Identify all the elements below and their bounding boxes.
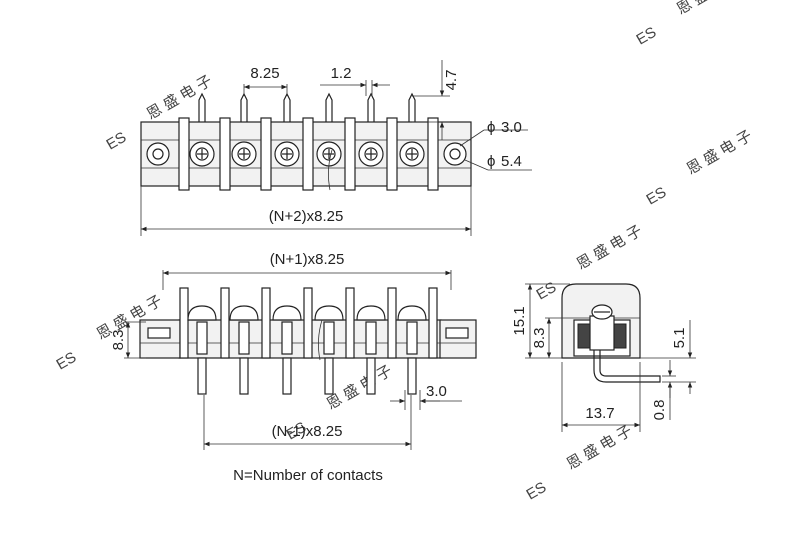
dim-phi-symbol: ϕ (487, 119, 495, 136)
barrier (387, 287, 397, 359)
dim-pin-offset-label: 3.0 (426, 383, 447, 400)
contact-post (323, 321, 335, 355)
dim-hole-diameters: ϕ 3.0 ϕ 5.4 (459, 119, 532, 171)
dim-pitch-label: 8.25 (250, 65, 279, 82)
watermark-logo: ES (644, 184, 670, 209)
dim-overall-length-label: (N+2)x8.25 (269, 208, 344, 225)
contact-post (238, 321, 250, 355)
solder-pin (197, 357, 207, 395)
dim-screw-dia-label: 3.0 (501, 119, 522, 136)
front-flange-right (439, 319, 477, 359)
dim-pin-height: 4.7 (412, 60, 460, 140)
front-view (139, 287, 477, 395)
screw-dome (356, 305, 386, 321)
dim-mount-span-label: (N+1)x8.25 (270, 251, 345, 268)
dim-pin-offset: 3.0 (390, 383, 462, 410)
front-pins (197, 357, 417, 395)
barrier (178, 117, 190, 191)
watermark-logo: ES (534, 279, 560, 304)
dim-pitch: 8.25 (243, 65, 288, 96)
dim-pin-thickness: 0.8 (651, 360, 676, 420)
dim-depth-label: 13.7 (585, 405, 614, 422)
dim-phi-symbol: ϕ (487, 153, 495, 170)
barrier (427, 117, 439, 191)
watermark-logo: ES (104, 129, 130, 154)
dim-pin-span-label: (N-1)x8.25 (272, 423, 343, 440)
watermark-text: 恩 盛 电 子 (564, 422, 635, 473)
top-view (140, 92, 472, 191)
barrier (220, 287, 230, 359)
screw-dome (229, 305, 259, 321)
watermark-text: 恩 盛 电 子 (674, 0, 745, 18)
watermark-text: 恩 盛 电 子 (324, 362, 395, 413)
pin-tip (325, 92, 333, 122)
pin-tip (198, 92, 206, 122)
side-view (561, 283, 661, 383)
top-contacts (189, 141, 425, 167)
dim-depth: 13.7 (561, 362, 641, 432)
dim-pin-projection-label: 5.1 (671, 328, 688, 349)
dim-body-height-front: 8.3 (110, 321, 146, 359)
watermark-text: 恩 盛 电 子 (684, 127, 755, 178)
dim-pin-projection: 5.1 (640, 320, 696, 394)
barrier (219, 117, 231, 191)
barrier (345, 287, 355, 359)
watermark-logo: ES (524, 479, 550, 504)
dim-total-height-label: 15.1 (511, 306, 528, 335)
screw-dome (187, 305, 217, 321)
dim-overall-length: (N+2)x8.25 (140, 186, 472, 236)
solder-pin (366, 357, 376, 395)
solder-pin (324, 357, 334, 395)
watermarks: ES 恩 盛 电 子 ES 恩 盛 电 子 ES 恩 盛 电 子 ES 恩 盛 … (54, 0, 756, 504)
contact-post (281, 321, 293, 355)
solder-pin (407, 357, 417, 395)
barrier (179, 287, 189, 359)
barrier (428, 287, 438, 359)
side-pin (593, 350, 661, 383)
watermark-logo: ES (54, 349, 80, 374)
dim-pin-width: 1.2 (320, 65, 390, 96)
barrier (303, 287, 313, 359)
barrier (344, 117, 356, 191)
contact-post (196, 321, 208, 355)
screw-dome (272, 305, 302, 321)
dim-pin-width-label: 1.2 (331, 65, 352, 82)
pin-tip (283, 92, 291, 122)
pin-tip (367, 92, 375, 122)
contact-post (406, 321, 418, 355)
pin-tip (408, 92, 416, 122)
dim-body-height-front-label: 8.3 (110, 330, 127, 351)
barrier (302, 117, 314, 191)
watermark-logo: ES (634, 24, 660, 49)
front-barriers (179, 287, 438, 359)
barrier (261, 287, 271, 359)
barrier (260, 117, 272, 191)
legend-text: N=Number of contacts (233, 467, 383, 484)
dim-head-dia-label: 5.4 (501, 153, 522, 170)
solder-pin (282, 357, 292, 395)
front-flange-left (139, 319, 181, 359)
dim-total-height: 15.1 (511, 283, 570, 359)
top-barriers (178, 117, 439, 191)
solder-pin (239, 357, 249, 395)
dim-body-height-side-label: 8.3 (531, 328, 548, 349)
watermark-text: 恩 盛 电 子 (574, 222, 645, 273)
dim-pin-height-label: 4.7 (443, 70, 460, 91)
barrier (386, 117, 398, 191)
dim-pin-thickness-label: 0.8 (651, 400, 668, 421)
screw-dome (314, 305, 344, 321)
dim-pin-span: (N-1)x8.25 (203, 395, 412, 450)
screw-dome (397, 305, 427, 321)
pin-tip (240, 92, 248, 122)
dim-body-height-side: 8.3 (531, 317, 562, 358)
contact-post (365, 321, 377, 355)
front-cells (187, 305, 427, 355)
dim-mount-span: (N+1)x8.25 (162, 251, 452, 290)
